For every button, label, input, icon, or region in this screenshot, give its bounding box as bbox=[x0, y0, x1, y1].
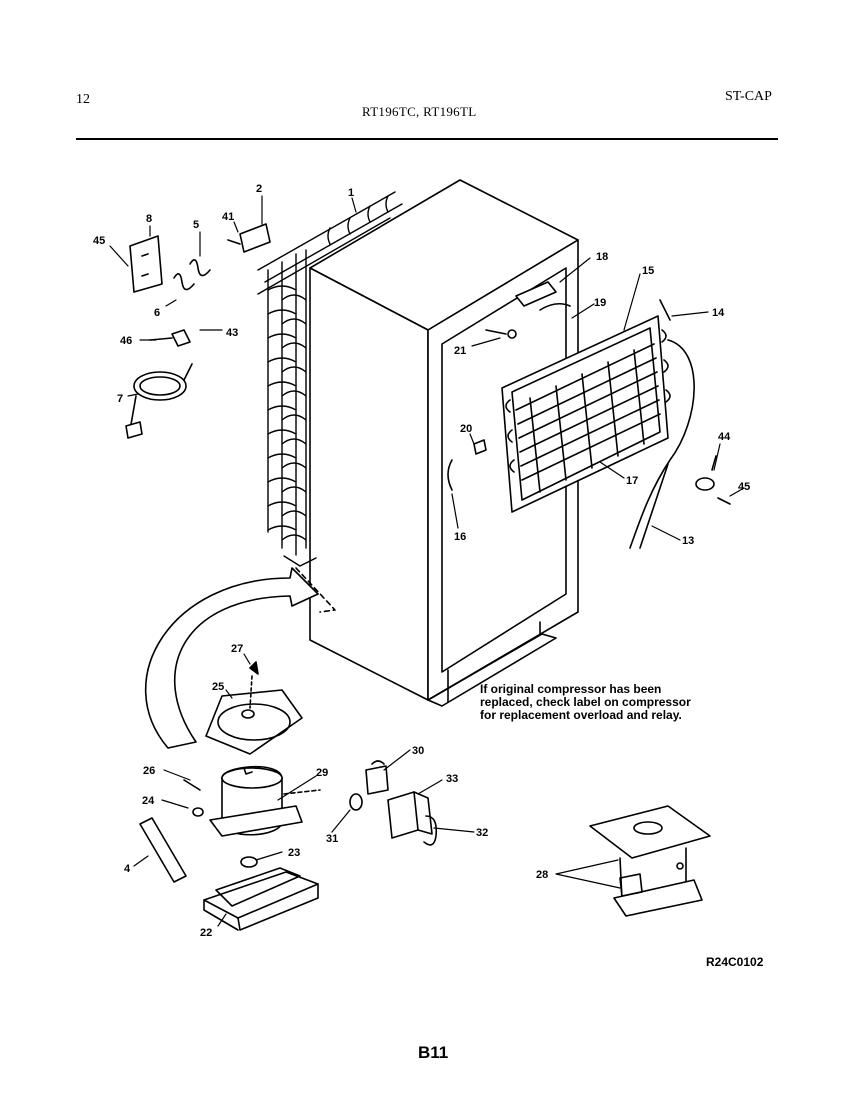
callout-21: 21 bbox=[454, 345, 466, 357]
callout-22: 22 bbox=[200, 927, 212, 939]
callout-33: 33 bbox=[446, 773, 458, 785]
callout-4: 4 bbox=[124, 863, 131, 875]
evaporator bbox=[501, 299, 695, 549]
callout-labels: 1 2 41 8 5 45 6 46 43 7 18 15 19 14 21 2… bbox=[93, 183, 750, 939]
callout-45-top: 45 bbox=[93, 235, 105, 247]
callout-46: 46 bbox=[120, 335, 132, 347]
callout-8: 8 bbox=[146, 213, 152, 225]
leader-lines bbox=[109, 195, 745, 927]
page-number: 12 bbox=[76, 92, 90, 107]
cabinet-parts bbox=[447, 281, 571, 491]
callout-5: 5 bbox=[193, 219, 199, 231]
compressor-mount bbox=[205, 661, 303, 755]
left-parts bbox=[125, 223, 271, 439]
callout-23: 23 bbox=[288, 847, 300, 859]
callout-45-right: 45 bbox=[738, 481, 750, 493]
compressor-note: If original compressor has been replaced… bbox=[480, 682, 691, 722]
alternate-compressor bbox=[589, 805, 711, 917]
condenser-coil bbox=[257, 191, 403, 567]
callout-32: 32 bbox=[476, 827, 488, 839]
callout-44: 44 bbox=[718, 431, 731, 443]
cabinet bbox=[309, 179, 579, 707]
callout-6: 6 bbox=[154, 307, 160, 319]
header-rule bbox=[76, 138, 778, 140]
callout-17: 17 bbox=[626, 475, 638, 487]
callout-19: 19 bbox=[594, 297, 606, 309]
callout-18: 18 bbox=[596, 251, 608, 263]
callout-7: 7 bbox=[117, 393, 123, 405]
electrical-parts bbox=[349, 760, 438, 846]
callout-29: 29 bbox=[316, 767, 328, 779]
callout-20: 20 bbox=[460, 423, 472, 435]
callout-15: 15 bbox=[642, 265, 654, 277]
callout-31: 31 bbox=[326, 833, 338, 845]
callout-30: 30 bbox=[412, 745, 424, 757]
callout-27: 27 bbox=[231, 643, 243, 655]
callout-1: 1 bbox=[348, 187, 354, 199]
section-code: ST-CAP bbox=[725, 89, 772, 104]
page-code: B11 bbox=[418, 1043, 449, 1062]
callout-24: 24 bbox=[142, 795, 155, 807]
callout-26: 26 bbox=[143, 765, 155, 777]
callout-2: 2 bbox=[256, 183, 262, 195]
callout-13: 13 bbox=[682, 535, 694, 547]
callout-28: 28 bbox=[536, 869, 548, 881]
compressor bbox=[183, 765, 321, 837]
compressor-base bbox=[203, 856, 319, 931]
callout-25: 25 bbox=[212, 681, 224, 693]
shroud bbox=[139, 817, 187, 883]
model-numbers: RT196TC, RT196TL bbox=[362, 104, 477, 119]
routing-arrow bbox=[144, 567, 336, 749]
callout-16: 16 bbox=[454, 531, 466, 543]
right-small-parts bbox=[695, 455, 731, 505]
callout-43: 43 bbox=[226, 327, 238, 339]
callout-14: 14 bbox=[712, 307, 725, 319]
callout-41: 41 bbox=[222, 211, 234, 223]
drawing-code: R24C0102 bbox=[706, 955, 764, 969]
